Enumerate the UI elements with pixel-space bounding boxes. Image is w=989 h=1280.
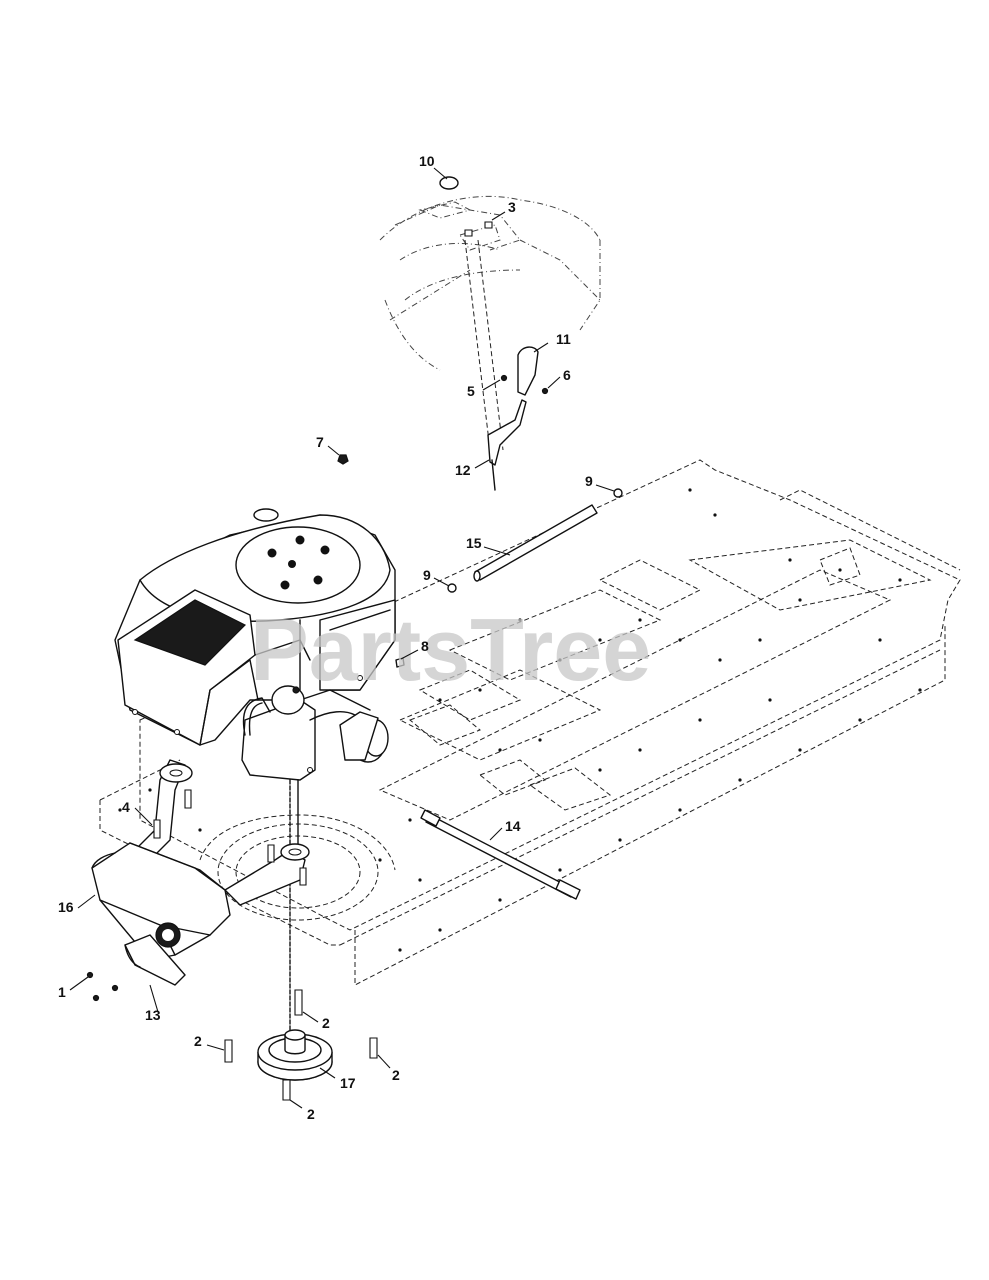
screw-part-3: [464, 221, 493, 237]
rod-part-15: [473, 504, 598, 582]
cap-part-10: [439, 176, 459, 190]
callout-12: 12: [455, 462, 471, 478]
chassis-frame: [99, 459, 961, 986]
throttle-lever-part-12: [487, 399, 527, 491]
bolt-part-4: [153, 789, 192, 839]
callout-9-left: 9: [423, 567, 431, 583]
nut-part-7: [337, 454, 349, 465]
bolt-part-8: [395, 657, 405, 668]
callout-17: 17: [340, 1075, 356, 1091]
pulley-part-17: [257, 1029, 333, 1081]
watermark-text: PartsTree: [250, 600, 651, 699]
dash-panel-outline: [379, 195, 601, 451]
callout-16: 16: [58, 899, 74, 915]
engine-assembly: [114, 508, 396, 781]
drive-shaft-part-14: [420, 809, 581, 900]
callout-9-top: 9: [585, 473, 593, 489]
callout-7: 7: [316, 434, 324, 450]
callout-2-top: 2: [322, 1015, 330, 1031]
deflector-part-13: [124, 934, 186, 986]
callout-2-bottom: 2: [307, 1106, 315, 1122]
callout-6: 6: [563, 367, 571, 383]
callout-11: 11: [556, 331, 571, 347]
leader-lines: [69, 167, 615, 1109]
callout-8: 8: [421, 638, 429, 654]
throttle-handle-part-11: [517, 346, 539, 396]
screw-part-1: [86, 971, 119, 1002]
callout-10: 10: [419, 153, 435, 169]
nut-part-9-top: [613, 488, 623, 498]
callout-labels: 10 3 11 5 6 12 7 9 15 9 8 4 14 16 1 13 2…: [58, 153, 593, 1122]
bolt-part-2: [224, 989, 378, 1101]
muffler-part-16: [91, 842, 231, 961]
callout-2-left: 2: [194, 1033, 202, 1049]
callout-5: 5: [467, 383, 475, 399]
callout-15: 15: [466, 535, 482, 551]
callout-13: 13: [145, 1007, 161, 1023]
callout-3: 3: [508, 199, 516, 215]
nut-part-5: [500, 374, 508, 382]
callout-14: 14: [505, 818, 521, 834]
callout-2-right: 2: [392, 1067, 400, 1083]
callout-4: 4: [122, 799, 130, 815]
nut-part-9-left: [447, 583, 457, 593]
exhaust-pipe: [134, 759, 310, 906]
callout-1: 1: [58, 984, 66, 1000]
nut-part-6: [541, 387, 549, 395]
